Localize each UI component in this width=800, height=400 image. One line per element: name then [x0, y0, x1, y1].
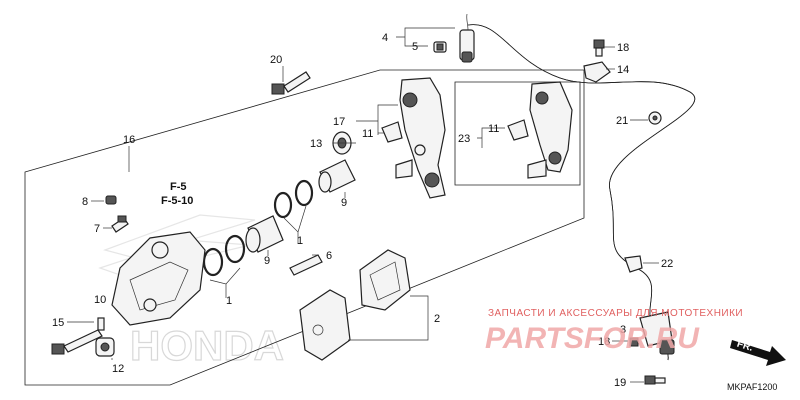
callout-3: 3: [620, 324, 626, 336]
bleeder-7: [111, 215, 129, 233]
callout-4: 4: [382, 32, 388, 44]
callout-1-upper: 1: [297, 235, 303, 247]
caliper-bracket-alt: [527, 81, 573, 179]
pad-pin-6: [289, 254, 323, 276]
callout-22: 22: [661, 258, 673, 270]
callout-20: 20: [270, 54, 282, 66]
callout-18-upper: 18: [617, 42, 629, 54]
callout-10: 10: [94, 294, 106, 306]
callout-23: 23: [458, 133, 470, 145]
brake-pad-front: [359, 249, 411, 311]
callout-14: 14: [617, 64, 629, 76]
grommet-21: [648, 111, 662, 125]
watermark-caption: ЗАПЧАСТИ И АКСЕССУАРЫ ДЛЯ МОТОТЕХНИКИ: [488, 308, 743, 319]
pin-10: [97, 317, 105, 331]
callout-11-right: 11: [488, 123, 499, 135]
callout-12: 12: [112, 363, 124, 375]
callout-9-upper: 9: [341, 197, 347, 209]
caliper-bracket: [395, 77, 446, 199]
piston-9-lower: [245, 215, 284, 253]
bolt-18-lower: [629, 337, 639, 347]
ref-f5: F-5: [170, 181, 187, 193]
callout-7: 7: [94, 223, 100, 235]
diagram-code: MKPAF1200: [727, 382, 777, 392]
brake-pad-rear: [299, 289, 351, 361]
front-direction-label: FR.: [736, 339, 755, 354]
front-direction-arrow: FR.: [730, 339, 786, 366]
callout-9-lower: 9: [264, 255, 270, 267]
caliper-assembly-frame: [24, 69, 585, 386]
bracket-subframe: [454, 81, 581, 186]
callout-11-left: 11: [362, 128, 373, 140]
callout-18-lower: 18: [598, 336, 610, 348]
callout-5: 5: [412, 41, 418, 53]
bolt-18-upper: [593, 39, 605, 57]
plug-12: [95, 337, 115, 357]
ref-f5-10: F-5-10: [161, 195, 193, 207]
bolt-20: [271, 71, 311, 95]
pad-spring-11-right: [507, 119, 529, 141]
cap-8: [105, 195, 117, 205]
pad-spring-11-left: [381, 121, 403, 143]
callout-2: 2: [434, 313, 440, 325]
caliper-body: [111, 231, 206, 326]
callout-15: 15: [52, 317, 64, 329]
watermark-logo: PARTSFOR.RU: [485, 322, 700, 355]
callout-13: 13: [310, 138, 322, 150]
callout-8: 8: [82, 196, 88, 208]
callout-17: 17: [333, 116, 345, 128]
sensor-connector: [459, 13, 475, 63]
seals-upper: [273, 179, 314, 219]
callout-16: 16: [123, 134, 135, 146]
connector-bolt: [433, 41, 447, 53]
wheel-speed-sensor: [639, 311, 675, 355]
bolt-15: [51, 329, 103, 355]
callout-6: 6: [326, 250, 332, 262]
piston-9-upper: [318, 159, 356, 193]
callout-1-lower: 1: [226, 295, 232, 307]
clip-22: [624, 255, 643, 273]
callout-19: 19: [614, 377, 626, 389]
callout-21: 21: [616, 115, 628, 127]
leader-lines: [67, 27, 659, 383]
cable-clamp-14: [583, 61, 611, 83]
honda-brand-text: HONDA: [130, 322, 284, 369]
bolt-19: [644, 375, 666, 385]
